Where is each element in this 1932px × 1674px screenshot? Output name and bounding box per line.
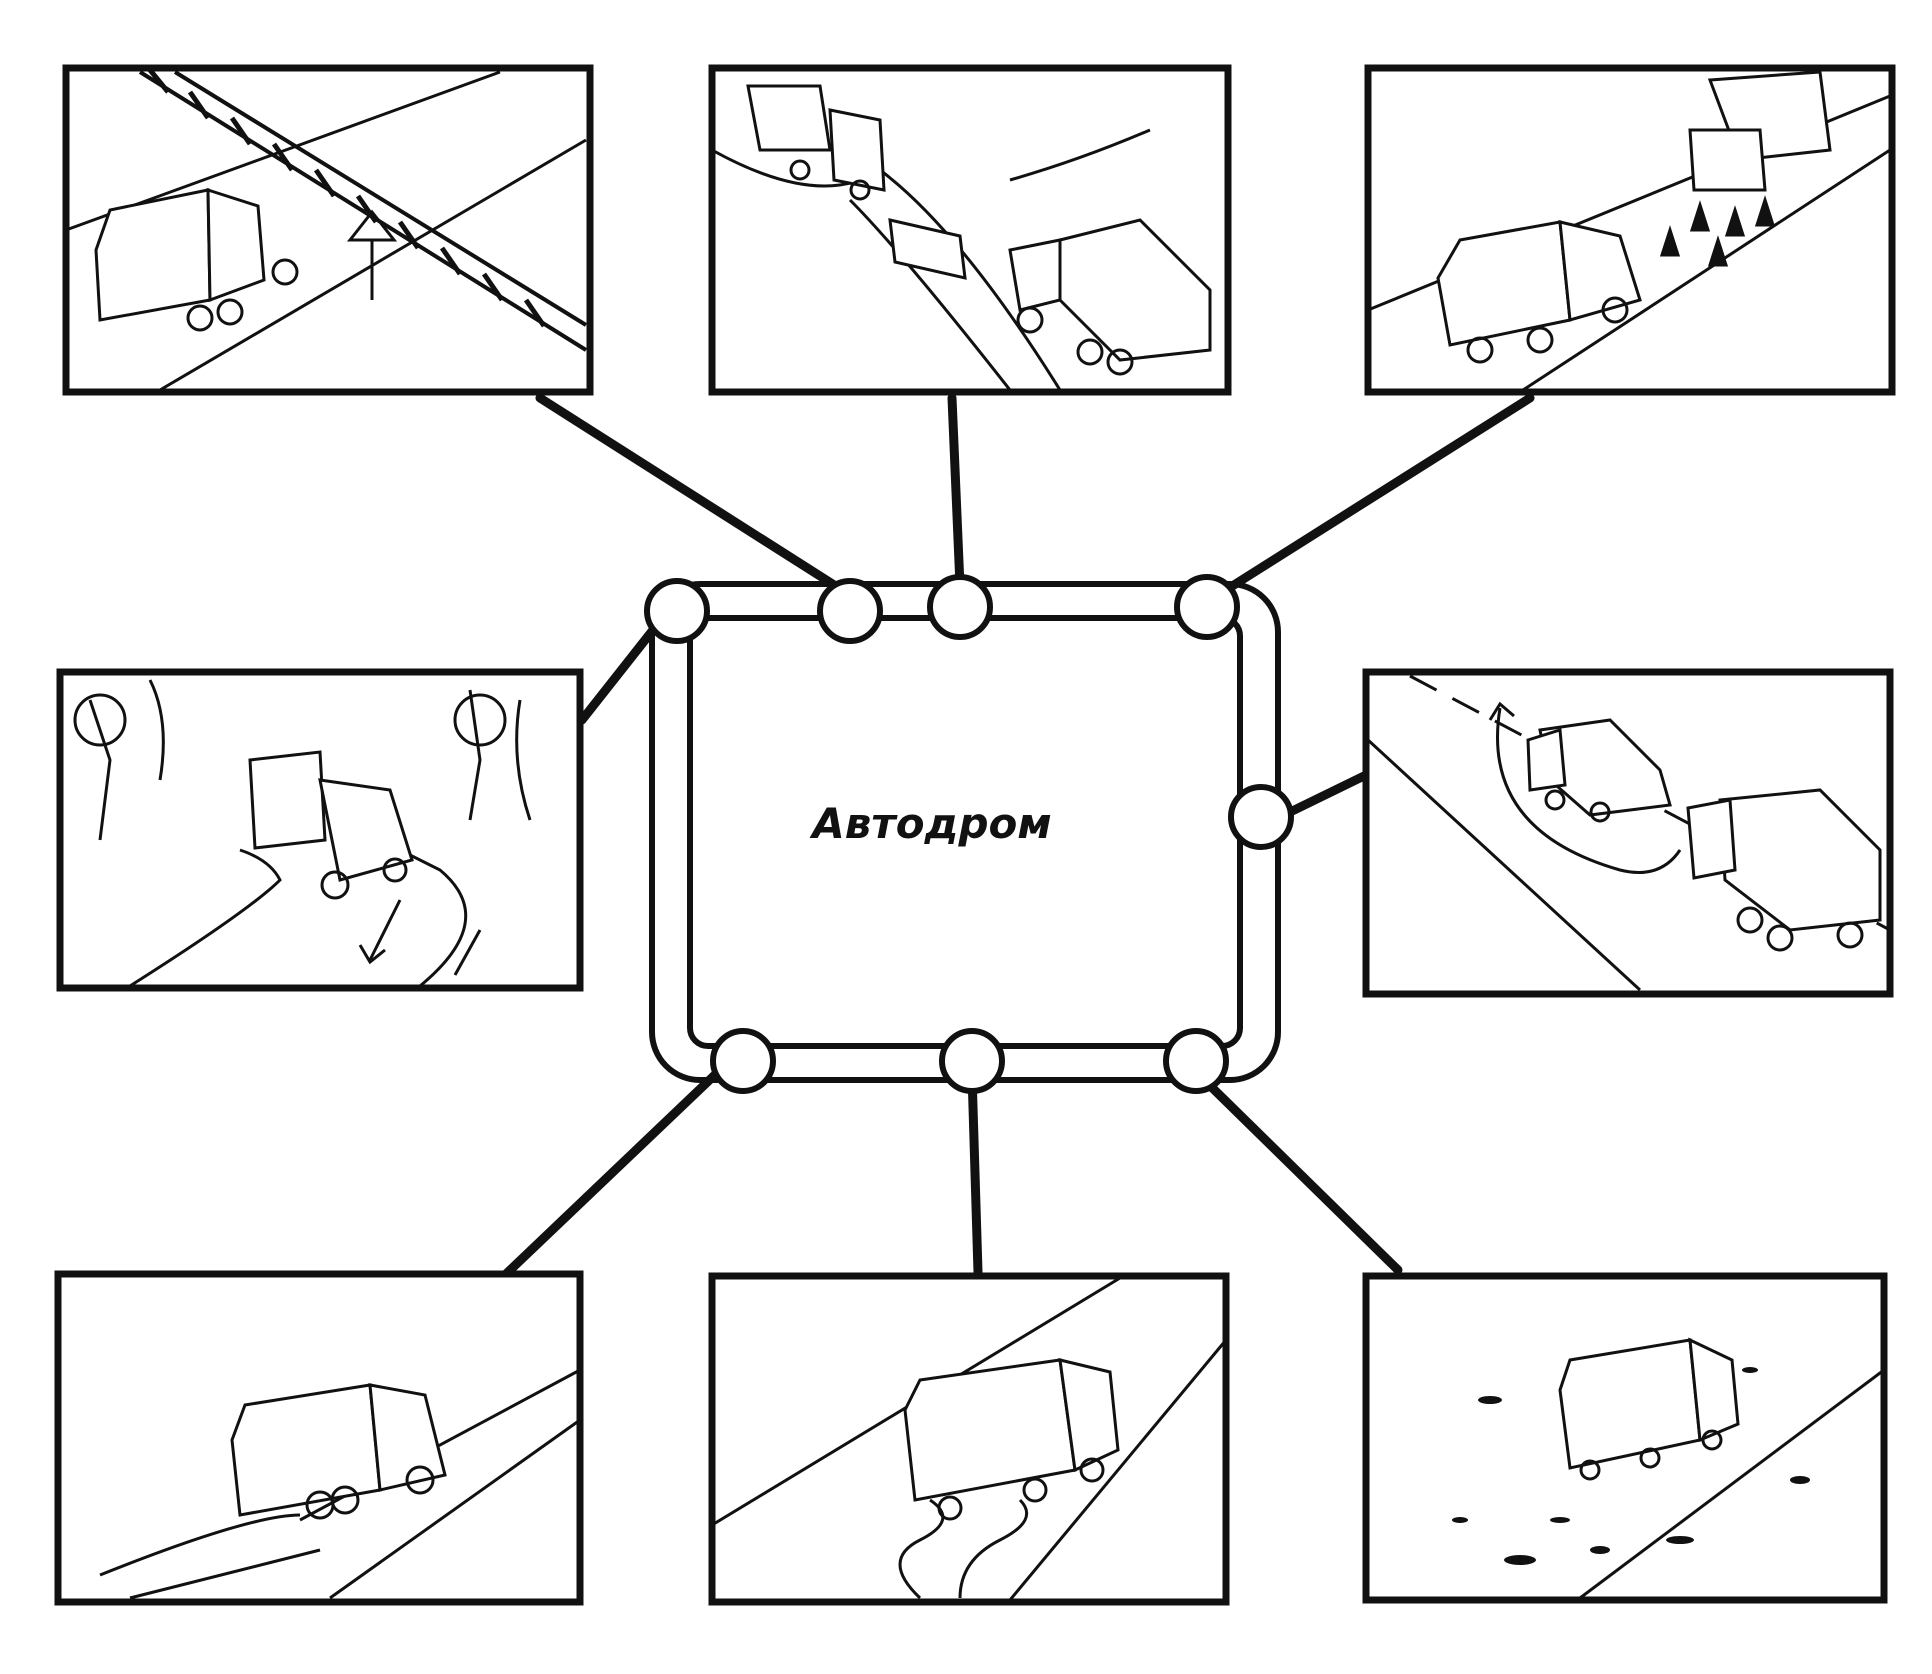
panel-overtaking-on-slope	[708, 64, 1232, 396]
connector-cone-slalom	[1221, 393, 1535, 595]
panel-stream-ford	[708, 1272, 1230, 1606]
curved-road-scene-icon	[99, 1368, 581, 1600]
railway-crossing-scene-icon	[65, 68, 588, 392]
panel-forest-road	[56, 668, 584, 992]
autodrome-label: Автодром	[809, 799, 1051, 848]
cone-slalom-scene-icon	[1367, 70, 1891, 394]
connector-overtaking-on-slope	[947, 393, 965, 591]
station-circle	[939, 1028, 1005, 1094]
connector-rough-field	[1185, 1061, 1403, 1275]
panel-railway-crossing	[62, 64, 594, 396]
connector-curve-road	[501, 1065, 725, 1279]
panel-overtaking-maneuver	[1362, 668, 1894, 998]
connector-stream-ford	[967, 1069, 983, 1277]
station-circle	[927, 574, 993, 640]
panel-cone-slalom	[1364, 64, 1896, 396]
station-circle	[1163, 1028, 1229, 1094]
station-circle	[710, 1028, 776, 1094]
overtaking-maneuver-scene-icon	[1366, 674, 1891, 992]
station-circle	[817, 578, 883, 644]
station-circle	[1174, 574, 1240, 640]
track-stations	[644, 574, 1294, 1094]
connector-railway-crossing	[535, 393, 847, 595]
panel-rough-field	[1362, 1272, 1888, 1604]
stream-ford-scene-icon	[711, 1276, 1228, 1601]
forest-road-turn-scene-icon	[73, 679, 532, 988]
rough-terrain-scene-icon	[1452, 1337, 1885, 1600]
station-circle	[1228, 784, 1294, 850]
station-circle	[644, 578, 710, 644]
panel-curve-road	[54, 1270, 584, 1606]
connector-overtaking-maneuver	[1277, 770, 1371, 821]
vehicle-and-trailer-on-slope-scene-icon	[711, 84, 1212, 391]
connector-lines	[501, 393, 1535, 1279]
